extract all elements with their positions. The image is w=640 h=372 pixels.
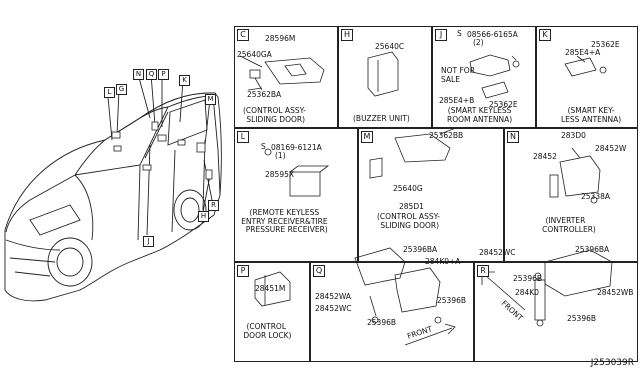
panel-caption: (CONTROL DOOR LOCK) [243,322,292,340]
callout-K: K [179,75,190,86]
panel-letter: M [361,131,373,143]
panel-l: L S 08169-6121A (1) 28595X (REMOTE KEYLE… [234,128,358,262]
part-number: 25362E [489,100,518,109]
part-number: 25396BA [575,245,610,254]
part-number: 28452WC [479,248,516,257]
part-number: 08566-6165A [467,30,518,39]
callout-L: L [104,87,115,98]
panel-caption: (SMART KEY- LESS ANTENNA) [561,106,622,124]
part-number: 25396BA [403,245,438,254]
panel-letter: R [477,265,489,277]
part-number: 28596M [265,34,296,43]
part-number: 25362BA [247,90,282,99]
part-number: 25338A [581,192,610,201]
part-number: 285D1 [399,202,424,211]
part-number: 28451M [255,284,286,293]
front-arrow-label: FRONT [406,324,434,341]
callout-J: J [143,236,154,247]
part-number: 25396B [567,314,597,323]
callout-N: N [133,69,144,80]
part-number: 28452WA [315,292,351,301]
part-number: 25396B [437,296,467,305]
panel-caption: (INVERTER CONTROLLER) [542,216,596,234]
panel-caption: (REMOTE KEYLESS ENTRY RECEIVER&TIRE PRES… [241,208,328,234]
part-number: 28452WC [315,304,352,313]
part-number: 25640C [375,42,405,51]
front-arrow-label: FRONT [499,298,525,323]
part-number: 284K0 [515,288,540,297]
part-number: 28452W [595,144,627,153]
part-qty: (2) [473,38,484,47]
panel-m: M 25362BB 25640G 285D1 (CONTROL ASSY- SL… [358,128,504,262]
part-number: 25362BB [429,131,464,140]
panel-caption: (CONTROL ASSY- SLIDING DOOR) [377,212,440,230]
part-number: 28595X [265,170,294,179]
part-number: 25640G [393,184,423,193]
callout-H: H [198,211,209,222]
screw-symbol: S [261,142,266,151]
panel-letter: Q [313,265,325,277]
part-number: 284K0+A [425,257,461,266]
part-number: 25396B [367,318,397,327]
panel-c: C 28596M 25640GA 25362BA (CONTROL ASSY- … [234,26,338,128]
panel-letter: L [237,131,249,143]
callout-P: P [158,69,169,80]
panel-letter: J [435,29,447,41]
not-for-sale-note: NOT FOR SALE [441,66,475,84]
panel-caption: (BUZZER UNIT) [353,114,410,123]
callout-M: M [205,94,216,105]
part-number: 28452WB [597,288,634,297]
panel-letter: P [237,265,249,277]
panel-letter: N [507,131,519,143]
part-number: 283D0 [561,131,586,140]
part-number: 28452 [533,152,557,161]
callout-R: R [208,200,219,211]
panel-h: H 25640C (BUZZER UNIT) [338,26,432,128]
panel-letter: K [539,29,551,41]
panel-j: J S 08566-6165A (2) NOT FOR SALE 285E4+B… [432,26,536,128]
diagram-number: J253039R [590,358,634,368]
part-number: 285E4+B [439,96,475,105]
panel-letter: H [341,29,353,41]
part-number: 25362E [591,40,620,49]
panel-letter: C [237,29,249,41]
panel-caption: (SMART KEYLESS ROOM ANTENNA) [447,106,513,124]
panel-n: N 283D0 28452 28452W 25338A (INVERTER CO… [504,128,638,262]
part-number: 25640GA [237,50,272,59]
part-number: 285E4+A [565,48,601,57]
callout-Q: Q [146,69,157,80]
callout-G: G [116,84,127,95]
screw-symbol: S [457,29,462,38]
part-qty: (1) [275,151,286,160]
part-number: 08169-6121A [271,143,322,152]
panel-q: Q 25396BA 284K0+A 25396B 28452WA 28452WC… [310,246,474,362]
panel-k: K 25362E 285E4+A (SMART KEY- LESS ANTENN… [536,26,638,128]
part-number: 25396B [513,274,543,283]
panel-p: P 28451M (CONTROL DOOR LOCK) [234,262,310,362]
panel-caption: (CONTROL ASSY- SLIDING DOOR) [243,106,306,124]
panel-r: R 28452WC 25396BA 25396B 284K0 28452WB 2… [474,246,638,362]
